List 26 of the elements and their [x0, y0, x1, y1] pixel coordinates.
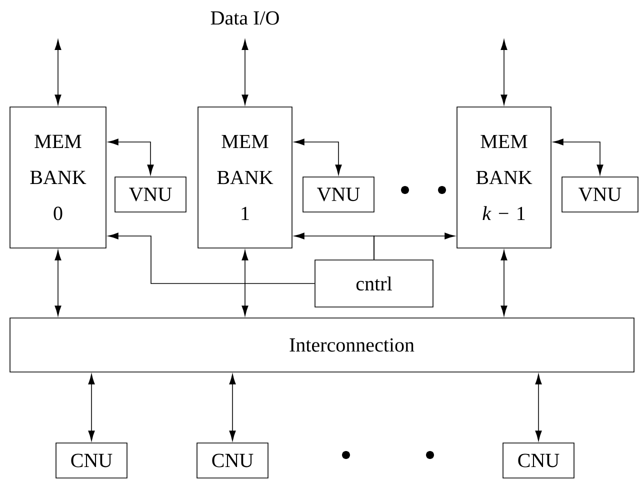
arrow: [553, 138, 604, 175]
arrow: [500, 40, 508, 105]
vnu-box: VNU: [562, 176, 638, 212]
arrow: [54, 250, 62, 316]
arrow: [242, 40, 248, 105]
control-box: cntrl: [314, 260, 434, 308]
arrow: [54, 40, 62, 105]
cnu-box: CNU: [56, 442, 128, 478]
arrow: [108, 138, 154, 175]
cnu-box: CNU: [502, 442, 574, 478]
memory-bank-box: MEM BANK k − 1: [456, 106, 552, 248]
arrow: [242, 250, 248, 316]
memory-bank-box: MEM BANK 0: [10, 106, 106, 248]
vnu-box: VNU: [302, 176, 374, 212]
arrow: [535, 374, 542, 441]
arrow: [500, 250, 508, 316]
label: Data I/O: [210, 11, 279, 25]
arrow: [294, 138, 342, 175]
vnu-box: VNU: [114, 176, 186, 212]
memory-bank-box: MEM BANK 1: [198, 106, 292, 248]
arrow: [108, 232, 315, 284]
arrow: [229, 374, 236, 441]
cnu-box: CNU: [196, 442, 268, 478]
arrow: [374, 232, 455, 260]
interconnection-box: Interconnection: [10, 318, 634, 372]
arrow: [88, 374, 95, 441]
